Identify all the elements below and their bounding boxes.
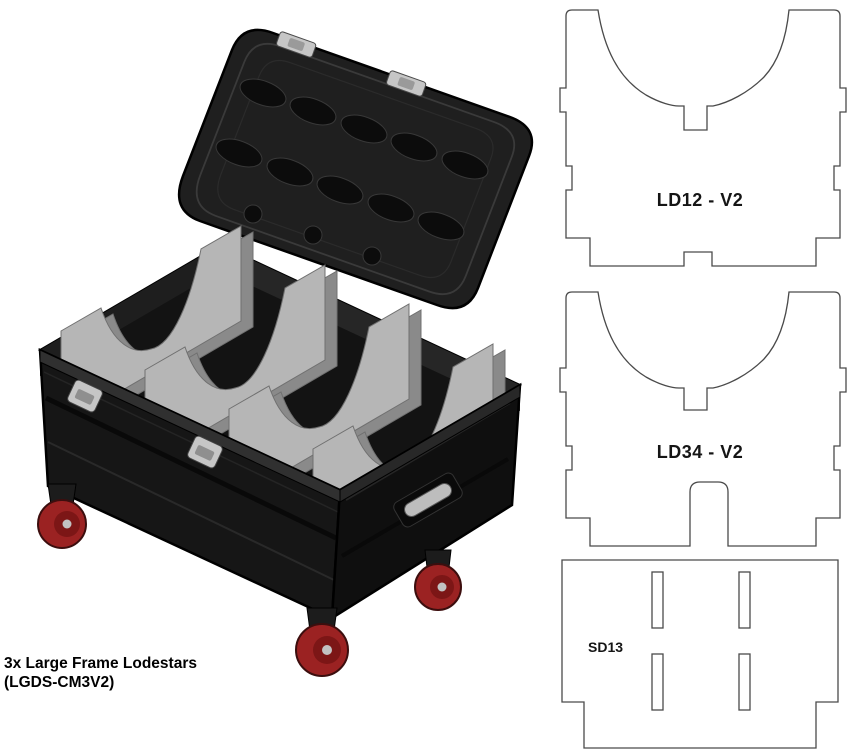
caption: 3x Large Frame Lodestars (LGDS-CM3V2)	[4, 655, 197, 691]
end-handle	[393, 472, 463, 528]
case-illustration	[37, 28, 534, 677]
caption-line-2: (LGDS-CM3V2)	[4, 674, 114, 691]
front-latch	[67, 379, 103, 413]
divider-outline-ld12: LD12 - V2	[559, 9, 847, 267]
panel-label-sd13: SD13	[588, 639, 623, 655]
caster-wheel	[37, 483, 87, 549]
lid-latch	[276, 31, 317, 58]
caster-wheel	[295, 607, 349, 677]
divider-outline-ld34: LD34 - V2	[559, 291, 847, 547]
case-rim	[39, 349, 521, 503]
panel-label-ld34: LD34 - V2	[657, 442, 744, 462]
front-latch	[187, 435, 223, 469]
panel-label-ld12: LD12 - V2	[657, 190, 744, 210]
caption-line-1: 3x Large Frame Lodestars	[4, 655, 197, 672]
divider-outline-sd13: SD13	[561, 559, 839, 749]
slot-cutout	[738, 571, 751, 629]
case-lid	[177, 28, 534, 310]
casters	[37, 483, 462, 677]
lid-latch	[386, 70, 427, 97]
slot-cutout	[738, 653, 751, 711]
slot-cutout	[651, 653, 664, 711]
lid-dimples	[215, 78, 489, 266]
caster-wheel	[414, 549, 462, 611]
slot-cutout	[651, 571, 664, 629]
